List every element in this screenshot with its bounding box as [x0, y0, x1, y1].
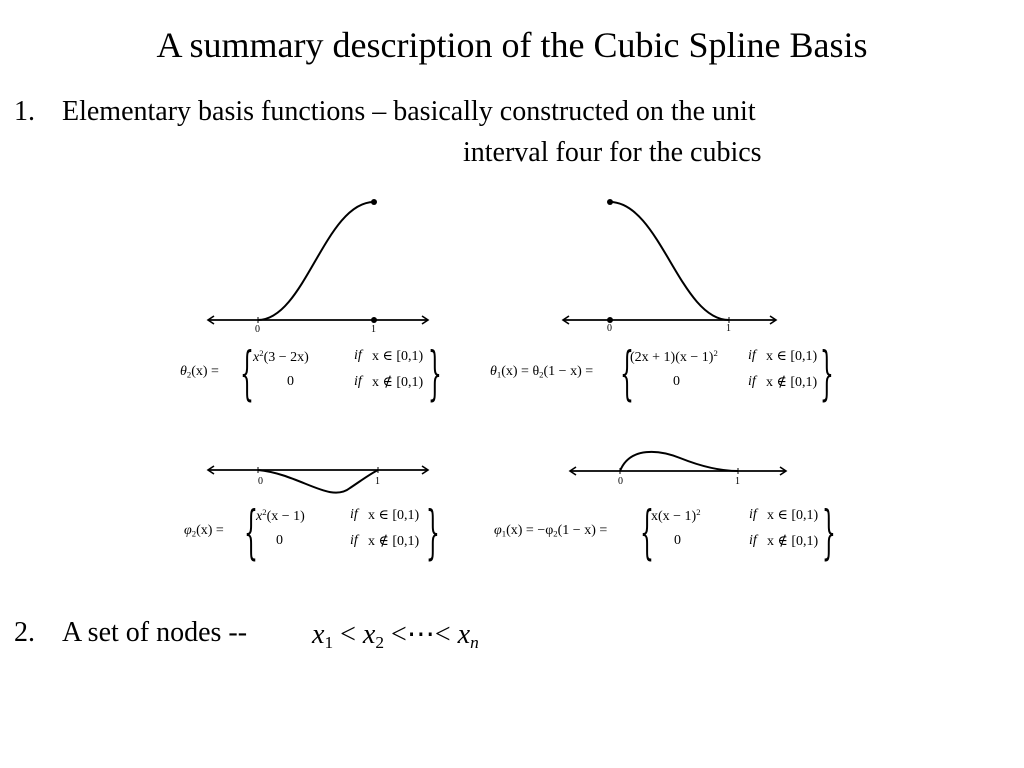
equation-theta2-case1-cond: x ∈ [0,1) [372, 349, 424, 364]
equation-phi1-case1-cond: x ∈ [0,1) [767, 508, 819, 523]
equation-phi1: φ1(x) = −φ2(1 − x) = { x(x − 1)2 if x ∈ … [494, 498, 836, 566]
equation-theta2-case1-expr: x2(3 − 2x) [253, 348, 309, 366]
node-sequence-formula: x1 < x2 <⋯< xn [312, 619, 479, 653]
equation-theta2-case2-if: if [354, 374, 362, 389]
equation-phi2-case2-if: if [350, 533, 358, 548]
equation-theta1-case1-if: if [748, 348, 756, 363]
graph-phi2-curve [257, 469, 379, 494]
graph-theta2 [206, 199, 430, 325]
equation-phi1-left-brace: { [640, 498, 655, 566]
equation-phi1-case2-cond: x ∉ [0,1) [767, 534, 819, 549]
item-1-line-2: interval four for the cubics [463, 137, 762, 168]
graph-phi1 [568, 450, 788, 476]
equation-theta2-lhs: θ2(x) = [180, 364, 219, 380]
equation-phi1-lhs: φ1(x) = −φ2(1 − x) = [494, 523, 608, 539]
equation-phi1-case2-expr: 0 [674, 533, 681, 548]
equation-phi2-right-brace: } [425, 498, 440, 566]
graph-phi2 [206, 465, 430, 494]
item-2-text: A set of nodes -- [62, 617, 248, 648]
graph-phi1-tick-1: 1 [735, 476, 740, 487]
graph-theta2-curve [257, 201, 375, 321]
graph-phi2-tick-0: 0 [258, 476, 263, 487]
item-1-number: 1. [14, 96, 35, 127]
equation-phi2-case2-expr: 0 [276, 533, 283, 548]
graph-theta2-tick-0: 0 [255, 324, 260, 335]
equation-theta1-lhs: θ1(x) = θ2(1 − x) = [490, 364, 594, 380]
equation-theta1-case2-if: if [748, 374, 756, 389]
equation-theta2-case2-expr: 0 [287, 374, 294, 389]
equation-theta1-right-brace: } [819, 339, 834, 407]
equation-theta1-case1-expr: (2x + 1)(x − 1)2 [630, 348, 718, 366]
graph-theta2-endpoint-top [371, 199, 377, 205]
equation-phi1-right-brace: } [821, 498, 836, 566]
equation-phi1-case1-expr: x(x − 1)2 [651, 507, 701, 525]
graph-theta1-tick-1: 1 [726, 323, 731, 334]
equation-phi1-case1-if: if [749, 507, 757, 522]
item-1-line-1: Elementary basis functions – basically c… [62, 96, 756, 127]
equation-theta2-right-brace: } [427, 339, 442, 407]
equation-phi2: φ2(x) = { x2(x − 1) if x ∈ [0,1) 0 if x … [184, 498, 440, 566]
graph-theta1-curve [609, 201, 730, 321]
graph-phi1-curve [619, 450, 739, 472]
graph-theta2-tick-1: 1 [371, 324, 376, 335]
graph-theta1-endpoint-axis [607, 317, 613, 323]
equation-phi2-case1-expr: x2(x − 1) [256, 507, 305, 525]
graph-theta1-tick-0: 0 [607, 323, 612, 334]
equation-phi2-lhs: φ2(x) = [184, 523, 224, 539]
equation-phi2-case1-cond: x ∈ [0,1) [368, 508, 420, 523]
equation-phi2-case1-if: if [350, 507, 358, 522]
equation-phi1-case2-if: if [749, 533, 757, 548]
graph-phi2-tick-1: 1 [375, 476, 380, 487]
equation-theta1-left-brace: { [620, 339, 635, 407]
slide-title: A summary description of the Cubic Splin… [156, 25, 868, 65]
graph-theta1 [561, 199, 778, 325]
equation-theta2-left-brace: { [240, 339, 255, 407]
equation-theta1: θ1(x) = θ2(1 − x) = { (2x + 1)(x − 1)2 i… [490, 339, 834, 407]
item-2-number: 2. [14, 617, 35, 648]
equation-theta2: θ2(x) = { x2(3 − 2x) if x ∈ [0,1) 0 if x… [180, 339, 442, 407]
graph-phi1-tick-0: 0 [618, 476, 623, 487]
equation-phi2-left-brace: { [244, 498, 259, 566]
graph-theta1-endpoint-top [607, 199, 613, 205]
equation-theta2-case2-cond: x ∉ [0,1) [372, 375, 424, 390]
equation-theta1-case2-expr: 0 [673, 374, 680, 389]
equation-theta1-case2-cond: x ∉ [0,1) [766, 375, 818, 390]
equation-phi2-case2-cond: x ∉ [0,1) [368, 534, 420, 549]
equation-theta2-case1-if: if [354, 348, 362, 363]
equation-theta1-case1-cond: x ∈ [0,1) [766, 349, 818, 364]
